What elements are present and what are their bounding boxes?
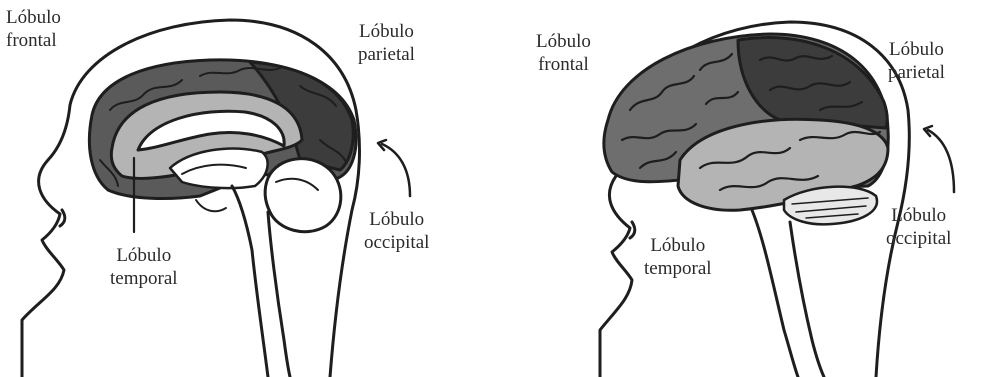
- left-label-parietal: Lóbulo parietal: [358, 20, 415, 66]
- left-occipital-line1: Lóbulo: [364, 208, 429, 231]
- right-temporal-line2: temporal: [644, 257, 712, 280]
- left-frontal-line1: Lóbulo: [6, 6, 61, 29]
- left-parietal-line1: Lóbulo: [358, 20, 415, 43]
- left-occipital-line2: occipital: [364, 231, 429, 254]
- left-frontal-line2: frontal: [6, 29, 61, 52]
- left-occipital-arrow: [382, 144, 410, 196]
- left-temporal-line2: temporal: [110, 267, 178, 290]
- right-label-frontal: Lóbulo frontal: [536, 30, 591, 76]
- left-occipital-region: [265, 159, 341, 232]
- right-frontal-line2: frontal: [536, 53, 591, 76]
- left-label-temporal: Lóbulo temporal: [110, 244, 178, 290]
- right-label-temporal: Lóbulo temporal: [644, 234, 712, 280]
- right-occipital-arrow: [928, 130, 954, 192]
- left-temporal-line1: Lóbulo: [110, 244, 178, 267]
- left-label-occipital: Lóbulo occipital: [364, 208, 429, 254]
- right-occipital-line1: Lóbulo: [886, 204, 951, 227]
- right-label-occipital: Lóbulo occipital: [886, 204, 951, 250]
- left-label-frontal: Lóbulo frontal: [6, 6, 61, 52]
- right-frontal-line1: Lóbulo: [536, 30, 591, 53]
- right-occipital-line2: occipital: [886, 227, 951, 250]
- right-label-parietal: Lóbulo parietal: [888, 38, 945, 84]
- right-parietal-line2: parietal: [888, 61, 945, 84]
- right-parietal-line1: Lóbulo: [888, 38, 945, 61]
- right-temporal-line1: Lóbulo: [644, 234, 712, 257]
- left-parietal-line2: parietal: [358, 43, 415, 66]
